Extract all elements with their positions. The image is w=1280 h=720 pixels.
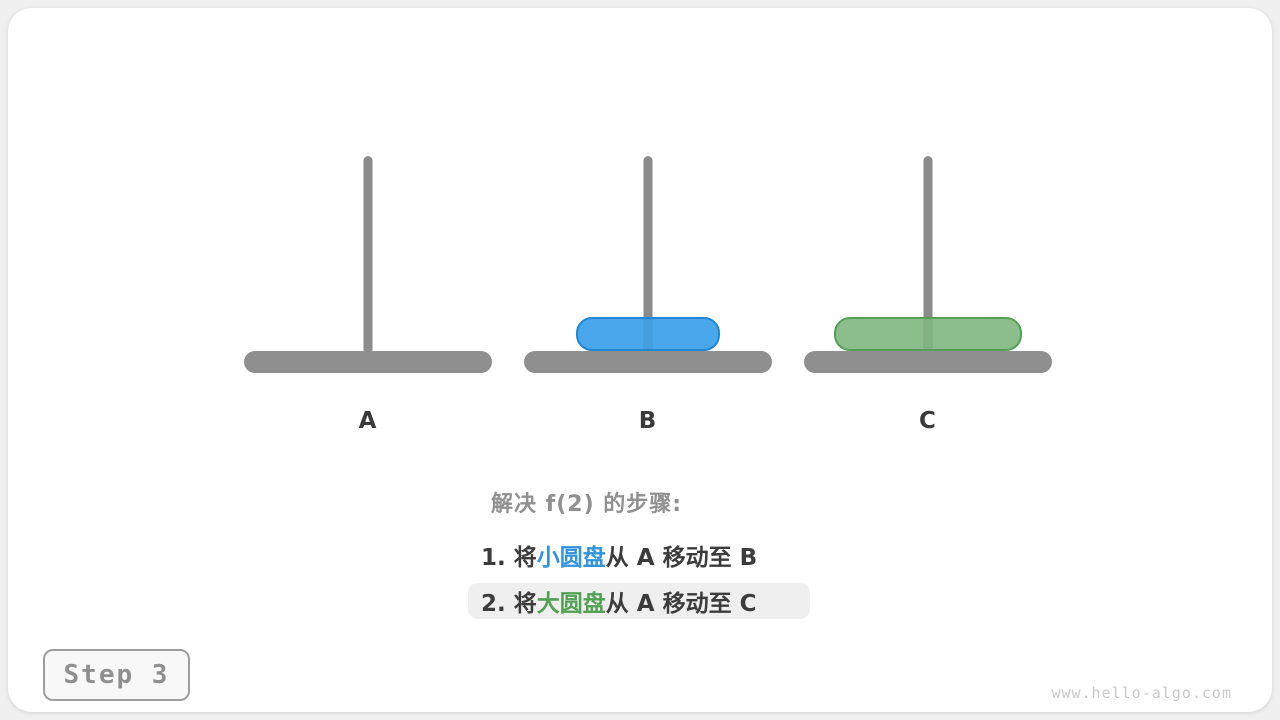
peg-b-label: B: [638, 408, 658, 434]
peg-c-label: C: [919, 408, 937, 434]
step-item-2-highlighted: 2. 将大圆盘从 A 移动至 C: [468, 583, 810, 619]
peg-b-base: [524, 351, 772, 373]
small-blue-disk: [576, 317, 720, 351]
peg-b-pole: [643, 156, 653, 356]
peg-c: C: [804, 156, 1052, 436]
large-green-disk: [834, 317, 1022, 351]
diagram-card: A B C 解决 f(2) 的步骤: 1. 将小圆盘从 A 移动至 B 2. 将…: [8, 8, 1272, 712]
peg-a-label: A: [358, 408, 378, 434]
peg-a: A: [244, 156, 492, 436]
step-counter-badge: Step 3: [43, 649, 190, 701]
peg-a-pole: [363, 156, 373, 356]
steps-list: 1. 将小圆盘从 A 移动至 B 2. 将大圆盘从 A 移动至 C: [468, 537, 810, 629]
peg-c-base: [804, 351, 1052, 373]
steps-heading: 解决 f(2) 的步骤:: [491, 492, 683, 517]
pole-through-shading: [643, 319, 653, 349]
site-watermark: www.hello-algo.com: [1051, 684, 1232, 702]
step-item-1: 1. 将小圆盘从 A 移动至 B: [468, 537, 810, 573]
step-1-disk-name: 小圆盘: [536, 545, 606, 571]
step-2-disk-name: 大圆盘: [536, 591, 606, 617]
step-1-suffix: 从 A 移动至 B: [605, 545, 758, 571]
pole-through-shading: [923, 319, 933, 349]
step-2-prefix: 2. 将: [481, 591, 537, 617]
peg-b: B: [524, 156, 772, 436]
peg-a-base: [244, 351, 492, 373]
peg-c-pole: [923, 156, 933, 356]
step-2-suffix: 从 A 移动至 C: [605, 591, 757, 617]
step-1-prefix: 1. 将: [481, 545, 537, 571]
